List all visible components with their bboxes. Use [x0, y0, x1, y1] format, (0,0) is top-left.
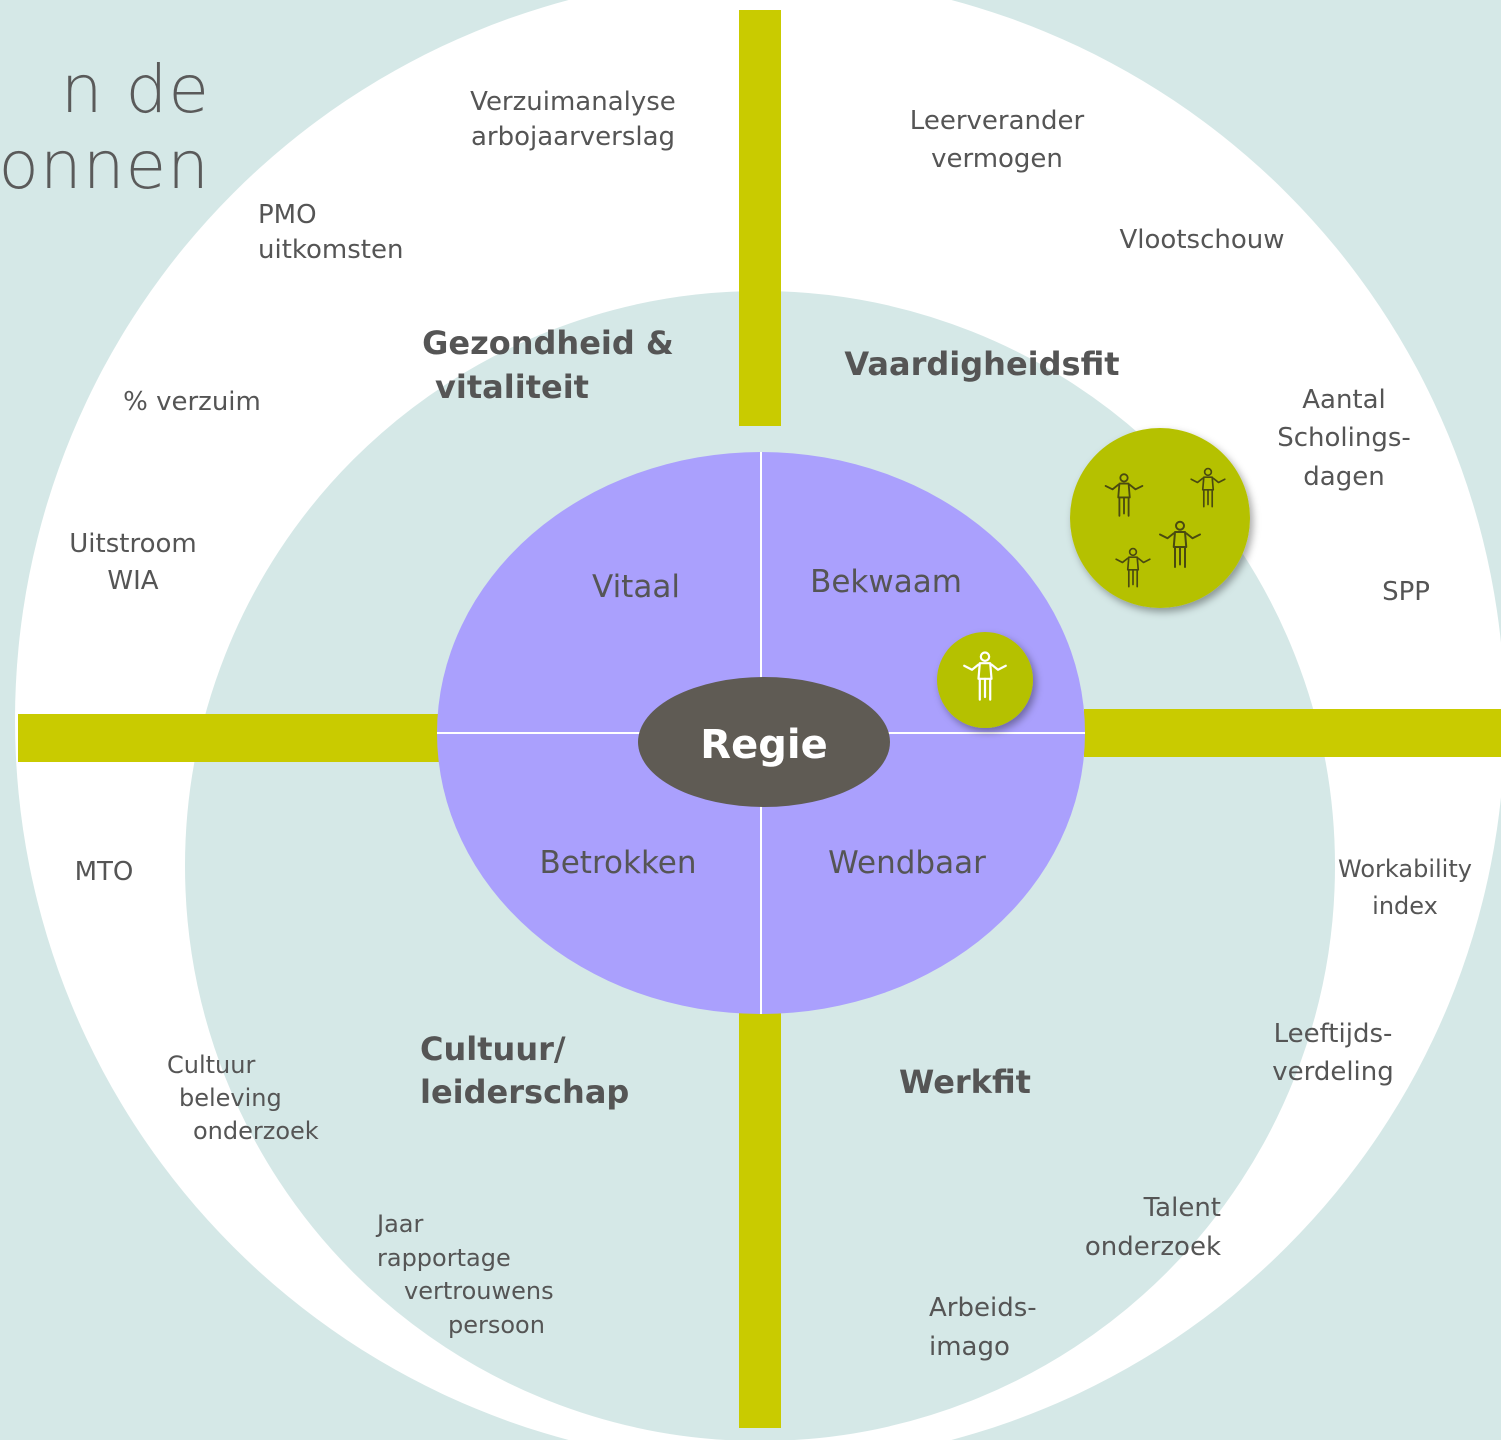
slide-title-line-1: n de	[60, 51, 210, 128]
source-pmo-line-2: uitkomsten	[258, 235, 403, 265]
source-spp-line-1: SPP	[1382, 577, 1430, 607]
accent-bar-top	[739, 10, 781, 426]
source-arbeidsimago-line-1: Arbeids-	[929, 1293, 1037, 1323]
source-uitstroom: Uitstroom WIA	[69, 529, 196, 596]
source-mto-line-1: MTO	[75, 857, 134, 887]
source-scholingsdagen-line-3: dagen	[1303, 462, 1384, 492]
source-leeftijdsverdeling-line-2: verdeling	[1272, 1057, 1394, 1087]
source-cultuurbeleving-line-1: Cultuur	[167, 1051, 255, 1079]
source-talent: Talent onderzoek	[1085, 1193, 1221, 1262]
source-verzuim: % verzuim	[123, 387, 261, 417]
source-leeftijdsverdeling-line-1: Leeftijds-	[1274, 1019, 1393, 1049]
source-jaarrapportage-line-1: Jaar	[375, 1210, 423, 1238]
accent-bar-left	[18, 714, 439, 762]
single-badge	[937, 632, 1033, 728]
slide-title: n de bronnen	[0, 52, 210, 204]
source-uitstroom-line-1: Uitstroom	[69, 529, 196, 559]
source-verzuimanalyse-line-2: arbojaarverslag	[471, 122, 675, 152]
quadrant-label-wendbaar: Wendbaar	[828, 845, 986, 881]
domain-werkfit-line-1: Werkfit	[899, 1063, 1031, 1101]
domain-vaardigheidsfit-line-1: Vaardigheidsfit	[844, 345, 1119, 383]
quadrant-label-betrokken: Betrokken	[539, 845, 696, 881]
source-verzuimanalyse: Verzuimanalyse arbojaarverslag	[470, 87, 676, 152]
source-jaarrapportage-line-3: vertrouwens	[404, 1277, 554, 1305]
source-scholingsdagen-line-2: Scholings-	[1277, 423, 1411, 453]
source-jaarrapportage: Jaar rapportage vertrouwens persoon	[375, 1210, 554, 1339]
source-mto: MTO	[75, 857, 134, 887]
hub	[638, 677, 890, 807]
source-vlootschouw: Vlootschouw	[1120, 225, 1285, 255]
domain-cultuur-line-2: leiderschap	[420, 1073, 629, 1111]
domain-cultuur-line-1: Cultuur/	[420, 1030, 566, 1068]
source-scholingsdagen-line-1: Aantal	[1302, 385, 1386, 415]
source-leerverander: Leerverander vermogen	[910, 106, 1085, 174]
domain-vaardigheidsfit: Vaardigheidsfit	[844, 345, 1119, 383]
source-scholingsdagen: Aantal Scholings- dagen	[1277, 385, 1411, 492]
source-cultuurbeleving-line-3: onderzoek	[193, 1117, 319, 1145]
source-talent-line-1: Talent	[1143, 1193, 1221, 1223]
domain-cultuur: Cultuur/ leiderschap	[420, 1030, 629, 1111]
source-workability: Workability index	[1338, 855, 1472, 920]
hub-label: Regie	[700, 722, 827, 768]
source-workability-line-2: index	[1372, 892, 1438, 920]
source-talent-line-2: onderzoek	[1085, 1232, 1221, 1262]
domain-gezondheid: Gezondheid & vitaliteit	[422, 324, 674, 406]
source-jaarrapportage-line-4: persoon	[448, 1311, 545, 1339]
source-verzuim-line-1: % verzuim	[123, 387, 261, 417]
source-vlootschouw-line-1: Vlootschouw	[1120, 225, 1285, 255]
group-badge	[1070, 428, 1250, 608]
source-cultuurbeleving: Cultuur beleving onderzoek	[167, 1051, 319, 1145]
source-pmo-line-1: PMO	[258, 200, 317, 230]
accent-bar-bottom	[739, 1012, 781, 1428]
source-jaarrapportage-line-2: rapportage	[377, 1244, 511, 1272]
quadrant-label-vitaal: Vitaal	[592, 569, 680, 605]
domain-werkfit: Werkfit	[899, 1063, 1031, 1101]
source-verzuimanalyse-line-1: Verzuimanalyse	[470, 87, 676, 117]
source-uitstroom-line-2: WIA	[107, 566, 158, 596]
source-leerverander-line-2: vermogen	[931, 144, 1063, 174]
accent-bar-right	[1084, 709, 1501, 757]
group-badge-disc	[1070, 428, 1250, 608]
source-leeftijdsverdeling: Leeftijds- verdeling	[1272, 1019, 1394, 1087]
domain-gezondheid-line-2: vitaliteit	[435, 368, 589, 406]
quadrant-label-bekwaam: Bekwaam	[810, 564, 962, 600]
source-leerverander-line-1: Leerverander	[910, 106, 1085, 136]
source-arbeidsimago: Arbeids- imago	[929, 1293, 1037, 1362]
source-workability-line-1: Workability	[1338, 855, 1472, 883]
source-arbeidsimago-line-2: imago	[929, 1332, 1010, 1362]
slide-title-line-2: bronnen	[0, 127, 210, 204]
source-spp: SPP	[1382, 577, 1430, 607]
domain-gezondheid-line-1: Gezondheid &	[422, 324, 674, 362]
source-pmo: PMO uitkomsten	[258, 200, 403, 265]
source-cultuurbeleving-line-2: beleving	[179, 1084, 282, 1112]
